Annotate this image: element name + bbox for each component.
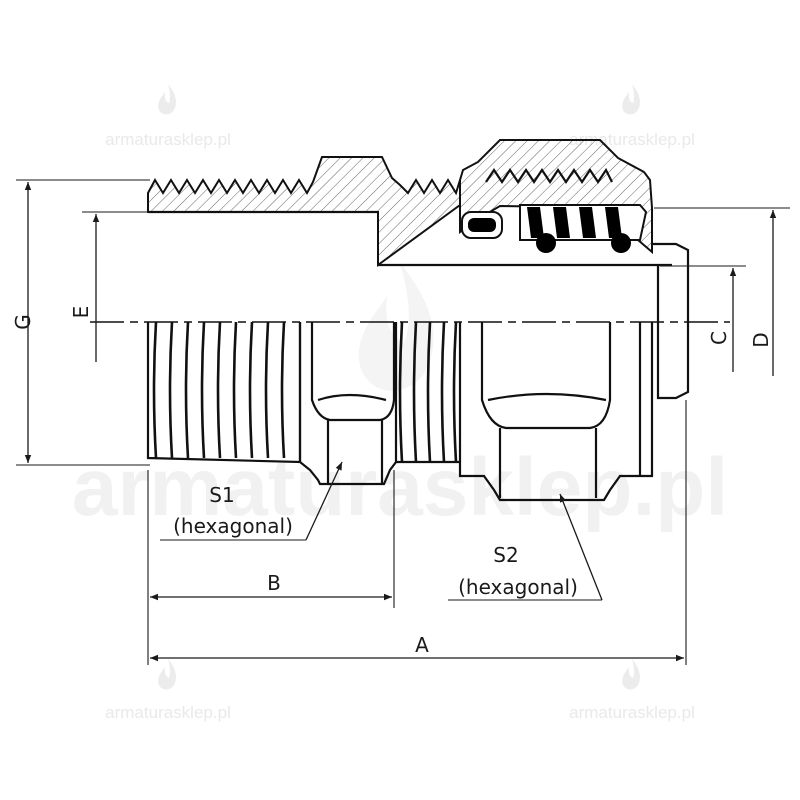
male-thread-lines xyxy=(152,321,286,459)
watermark-text-center: armaturasklep.pl xyxy=(72,442,728,533)
tube-end xyxy=(652,242,690,400)
label-s2-note: (hexagonal) xyxy=(458,575,578,599)
watermark-text-bottom-left: armaturasklep.pl xyxy=(105,703,231,722)
dimension-d xyxy=(654,207,790,376)
leader-s2 xyxy=(448,493,603,601)
label-s1: S1 xyxy=(209,483,234,507)
upper-section-half xyxy=(147,139,690,400)
dimension-b xyxy=(147,470,395,665)
dimension-a xyxy=(150,400,687,665)
label-d: D xyxy=(749,332,773,347)
label-b: B xyxy=(267,571,281,595)
watermark-flame-icon xyxy=(158,84,176,115)
watermark-flame-icon xyxy=(622,659,640,690)
watermark-text-bottom-right: armaturasklep.pl xyxy=(569,703,695,722)
watermark-flame-icon xyxy=(158,659,176,690)
o-ring-seal xyxy=(461,211,503,239)
nut-internal-thread xyxy=(485,167,613,184)
hex-s2-curve xyxy=(487,392,607,402)
label-g: G xyxy=(11,314,35,330)
watermark-group: armaturasklep.pl armaturasklep.pl armatu… xyxy=(72,84,728,722)
label-c: C xyxy=(707,331,731,345)
leader-s1 xyxy=(160,461,343,541)
watermark-text-top-left: armaturasklep.pl xyxy=(105,130,231,149)
dimension-c xyxy=(660,265,746,372)
lower-exterior-half xyxy=(146,321,654,502)
grip-ring xyxy=(519,204,648,253)
hex-s2-face xyxy=(480,322,612,430)
label-s1-note: (hexagonal) xyxy=(173,514,293,538)
hex-s1-face xyxy=(310,322,396,422)
hex-s1-curve xyxy=(317,393,387,402)
hex-s2-outline xyxy=(458,322,654,502)
middle-thread-lines xyxy=(398,321,458,463)
dimension-e xyxy=(82,211,148,362)
dimension-g xyxy=(16,179,150,466)
label-e: E xyxy=(69,306,93,319)
label-s2: S2 xyxy=(493,543,518,567)
watermark-flame-icon xyxy=(622,84,640,115)
hex-s1-outline xyxy=(298,322,398,486)
label-a: A xyxy=(415,633,429,657)
